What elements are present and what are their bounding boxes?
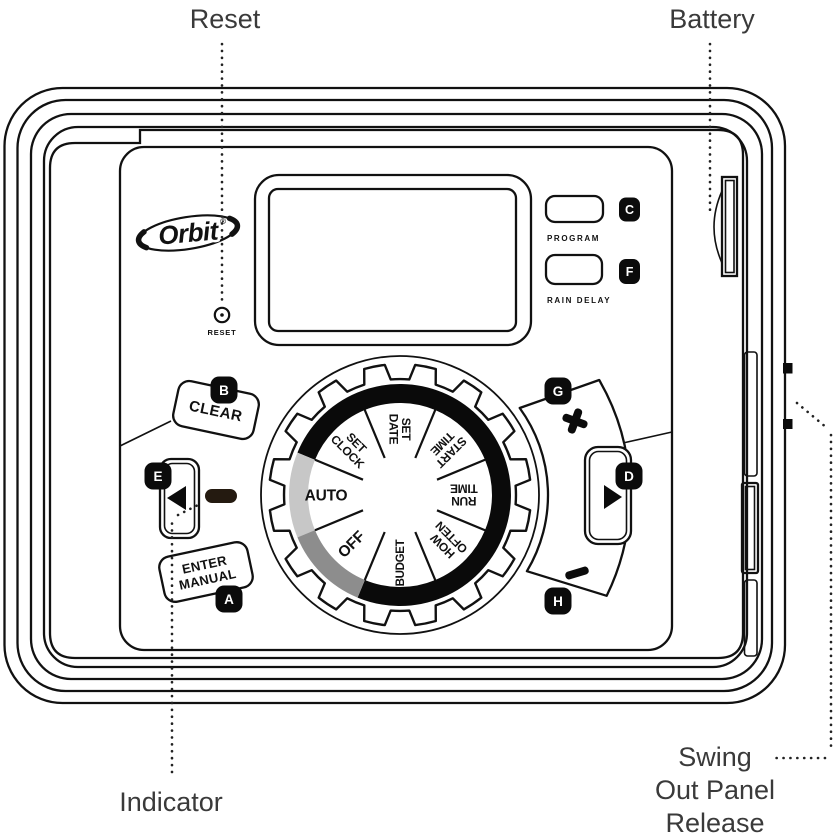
- battery-compartment[interactable]: [713, 175, 739, 278]
- right-button-cluster: D G H: [518, 377, 643, 615]
- rain-delay-group: RAIN DELAY F: [544, 253, 640, 305]
- svg-text:RUN: RUN: [451, 494, 476, 508]
- battery-slot-inner: [724, 179, 735, 274]
- dial-divider-line: [363, 408, 386, 459]
- svg-text:C: C: [625, 203, 634, 217]
- svg-text:BUDGET: BUDGET: [395, 539, 407, 586]
- svg-text:TIME: TIME: [450, 482, 478, 496]
- swing-panel-release[interactable]: [740, 351, 793, 657]
- reset-pinhole-label: RESET: [207, 328, 236, 337]
- left-button-cluster: CLEAR B E ENTER MANUAL A: [144, 376, 260, 613]
- badge-e: E: [144, 462, 172, 490]
- svg-text:AUTO: AUTO: [305, 488, 348, 505]
- svg-text:Out Panel: Out Panel: [655, 775, 775, 805]
- release-tab-top[interactable]: [783, 363, 793, 374]
- logo-wordmark: Orbit: [157, 215, 221, 250]
- housing-shell-3: [29, 112, 764, 681]
- swing-out-door[interactable]: [48, 128, 745, 660]
- dial-sector-dividers: [313, 408, 487, 582]
- svg-text:G: G: [553, 384, 564, 399]
- badge-d: D: [615, 462, 643, 490]
- release-latch-outer: [740, 481, 760, 575]
- dial-divider-line: [313, 458, 364, 481]
- callout-battery: Battery: [669, 4, 755, 34]
- release-slot-2: [743, 579, 758, 657]
- dial-label-budget: BUDGET: [395, 539, 407, 586]
- program-group: PROGRAM C: [544, 194, 640, 243]
- housing-shell-2: [16, 98, 774, 693]
- badge-a: A: [215, 585, 243, 613]
- svg-text:A: A: [224, 592, 234, 607]
- dial-position-ring: [288, 384, 511, 606]
- program-button[interactable]: [544, 194, 605, 224]
- svg-text:H: H: [553, 594, 563, 609]
- lcd-screen: [267, 187, 518, 333]
- dial-divider-line: [363, 531, 386, 582]
- housing: [3, 86, 787, 705]
- rain-delay-button[interactable]: [544, 253, 604, 286]
- svg-text:Release: Release: [665, 808, 764, 837]
- callout-indicator: Indicator: [119, 787, 223, 817]
- release-tab-bottom[interactable]: [783, 419, 793, 429]
- housing-shell-4: [42, 125, 749, 669]
- svg-text:B: B: [219, 383, 229, 398]
- callout-swing-out-panel-release: Swing Out Panel Release: [655, 742, 775, 837]
- minus-icon[interactable]: [564, 566, 589, 581]
- program-label: PROGRAM: [547, 234, 600, 243]
- logo-registered-mark: ®: [220, 217, 227, 226]
- dial-label-set-date: SET DATE: [387, 414, 414, 445]
- dial-divider-line: [313, 509, 364, 532]
- right-arrow-button[interactable]: [583, 445, 633, 546]
- release-latch-inner[interactable]: [744, 485, 756, 571]
- badge-c: C: [619, 197, 640, 222]
- badge-g: G: [544, 377, 572, 405]
- svg-text:Swing: Swing: [678, 742, 752, 772]
- svg-text:F: F: [626, 265, 634, 279]
- housing-shell-outer: [3, 86, 787, 705]
- dial-label-run-time: RUN TIME: [450, 482, 478, 509]
- ring-segment-black: [297, 384, 511, 606]
- leader-swing-release: [773, 401, 833, 760]
- arrow-right-icon: [604, 485, 622, 509]
- dial-divider-line: [436, 509, 487, 532]
- svg-text:DATE: DATE: [387, 414, 401, 445]
- ring-segment-auto-gray: [288, 452, 316, 538]
- reset-control[interactable]: RESET: [207, 306, 236, 337]
- ring-segment-off-gray: [297, 529, 366, 598]
- dial-label-auto: AUTO: [305, 488, 348, 505]
- badge-b: B: [210, 376, 238, 404]
- reset-pin-dot-icon: [220, 313, 224, 317]
- svg-text:E: E: [153, 469, 162, 484]
- rotary-dial[interactable]: AUTO OFF BUDGET SET CLOCK SET DATE START…: [260, 355, 540, 635]
- plus-icon[interactable]: [558, 404, 591, 437]
- orbit-logo: Orbit ®: [135, 213, 241, 253]
- lcd-display: [253, 173, 533, 347]
- rain-delay-label: RAIN DELAY: [547, 296, 611, 305]
- svg-text:SET: SET: [399, 418, 413, 441]
- battery-slot-outer: [720, 175, 739, 278]
- battery-thumb-recess: [713, 190, 723, 264]
- indicator-pill: [205, 489, 237, 503]
- dial-divider-line: [436, 458, 487, 481]
- dial-divider-line: [414, 408, 437, 459]
- dial-divider-line: [414, 531, 437, 582]
- leader-indicator: [170, 503, 200, 774]
- arrow-left-icon: [167, 486, 186, 510]
- logo-paren-right: [226, 215, 241, 237]
- control-panel: [118, 145, 674, 652]
- badge-f: F: [619, 259, 640, 284]
- lcd-bezel: [253, 173, 533, 347]
- logo-paren-left: [135, 229, 150, 251]
- callouts: Reset Battery Indicator Swing Out Panel …: [119, 4, 833, 837]
- callout-reset: Reset: [190, 4, 261, 34]
- release-slot-1: [743, 351, 758, 477]
- badge-h: H: [544, 587, 572, 615]
- svg-text:D: D: [624, 469, 634, 484]
